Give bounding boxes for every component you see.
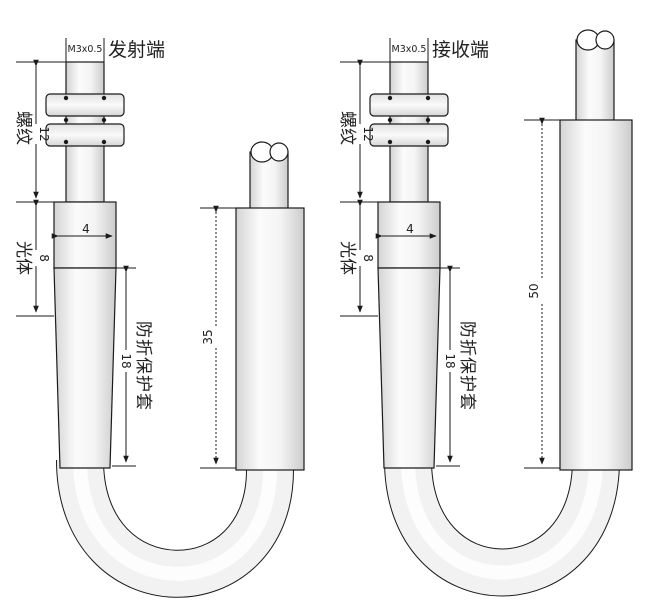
emitter-cable-length: 35 — [201, 329, 215, 344]
receiver-nut-lower — [369, 123, 449, 147]
receiver-sleeve-length: 18 — [443, 353, 457, 368]
receiver-group: M3x0.5 接收端 12 螺纹 8 光体 4 18 防折保护套 50 — [337, 29, 633, 597]
receiver-light-label: 光体 — [337, 241, 357, 275]
emitter-title: 发射端 — [108, 39, 165, 61]
emitter-thread-spec: M3x0.5 — [68, 44, 103, 55]
receiver-nut-upper — [369, 93, 449, 117]
emitter-group: M3x0.5 发射端 12 螺纹 8 光体 4 18 防折保护套 35 — [13, 38, 305, 598]
emitter-thread-length: 12 — [37, 126, 51, 141]
receiver-protective-sleeve — [377, 267, 441, 469]
receiver-sleeve-label: 防折保护套 — [457, 321, 477, 411]
receiver-light-length: 8 — [361, 254, 375, 262]
receiver-thread-spec: M3x0.5 — [392, 44, 427, 55]
emitter-protective-sleeve — [53, 267, 117, 469]
emitter-wire-end-2 — [269, 142, 289, 162]
receiver-thread-length: 12 — [361, 126, 375, 141]
receiver-body-diameter: 4 — [406, 222, 414, 236]
receiver-cable-end — [575, 39, 615, 123]
emitter-nut-lower — [45, 123, 125, 147]
emitter-thread-label: 螺纹 — [13, 111, 33, 145]
emitter-light-length: 8 — [37, 254, 51, 262]
receiver-thread-label: 螺纹 — [337, 111, 357, 145]
emitter-sleeve-label: 防折保护套 — [133, 321, 153, 411]
emitter-light-label: 光体 — [13, 241, 33, 275]
receiver-cable-length: 50 — [527, 283, 541, 298]
receiver-title: 接收端 — [432, 39, 489, 61]
emitter-sleeve-length: 18 — [119, 353, 133, 368]
receiver-cable-sheath — [559, 119, 633, 471]
emitter-cable-sheath — [235, 207, 305, 471]
receiver-wire-end-2 — [595, 30, 615, 50]
emitter-nut-upper — [45, 93, 125, 117]
emitter-body-diameter: 4 — [82, 222, 90, 236]
